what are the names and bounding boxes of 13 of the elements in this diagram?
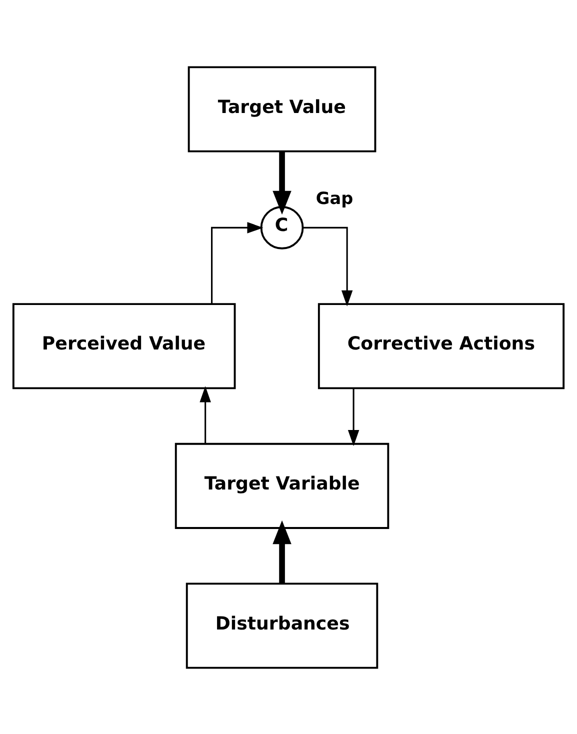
arrow <box>302 226 353 306</box>
arrow <box>272 520 292 584</box>
node-box: Disturbances <box>186 582 378 668</box>
arrow <box>200 386 211 444</box>
node-box: Target Value <box>188 66 376 152</box>
arrow <box>211 222 264 304</box>
node-box: Corrective Actions <box>318 302 565 389</box>
node-box: Target Variable <box>174 442 390 528</box>
node-box: Perceived Value <box>12 302 236 389</box>
node-circle: C <box>260 206 304 249</box>
arrow <box>348 388 360 446</box>
edge-label: Gap <box>316 188 354 208</box>
arrow <box>272 150 292 214</box>
